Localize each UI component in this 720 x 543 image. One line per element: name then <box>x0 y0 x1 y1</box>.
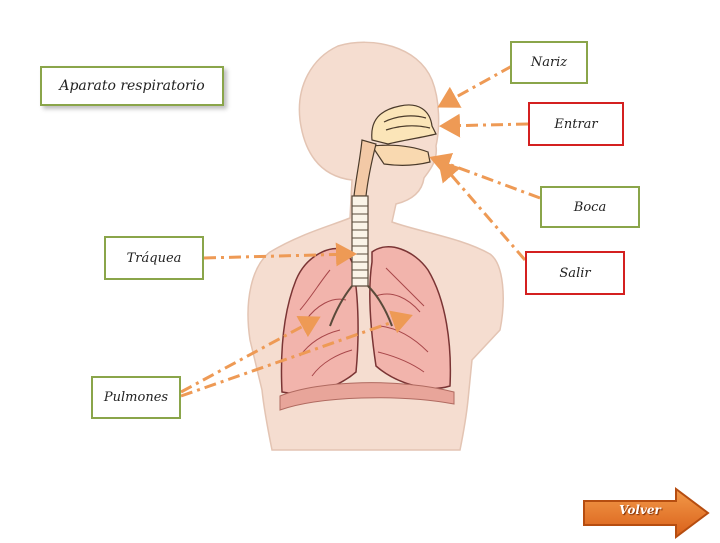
label-boca: Boca <box>540 186 640 228</box>
label-salir: Salir <box>525 251 625 295</box>
back-button[interactable]: Volver <box>582 487 712 539</box>
arrow-nariz <box>440 66 512 106</box>
label-traquea: Tráquea <box>104 236 204 280</box>
diagram-title: Aparato respiratorio <box>40 66 224 106</box>
back-button-label: Volver <box>590 503 690 517</box>
label-nariz: Nariz <box>510 41 588 84</box>
label-pulmones: Pulmones <box>91 376 181 419</box>
arrow-entrar <box>442 124 528 126</box>
label-entrar: Entrar <box>528 102 624 146</box>
arrow-boca-in <box>432 158 540 198</box>
